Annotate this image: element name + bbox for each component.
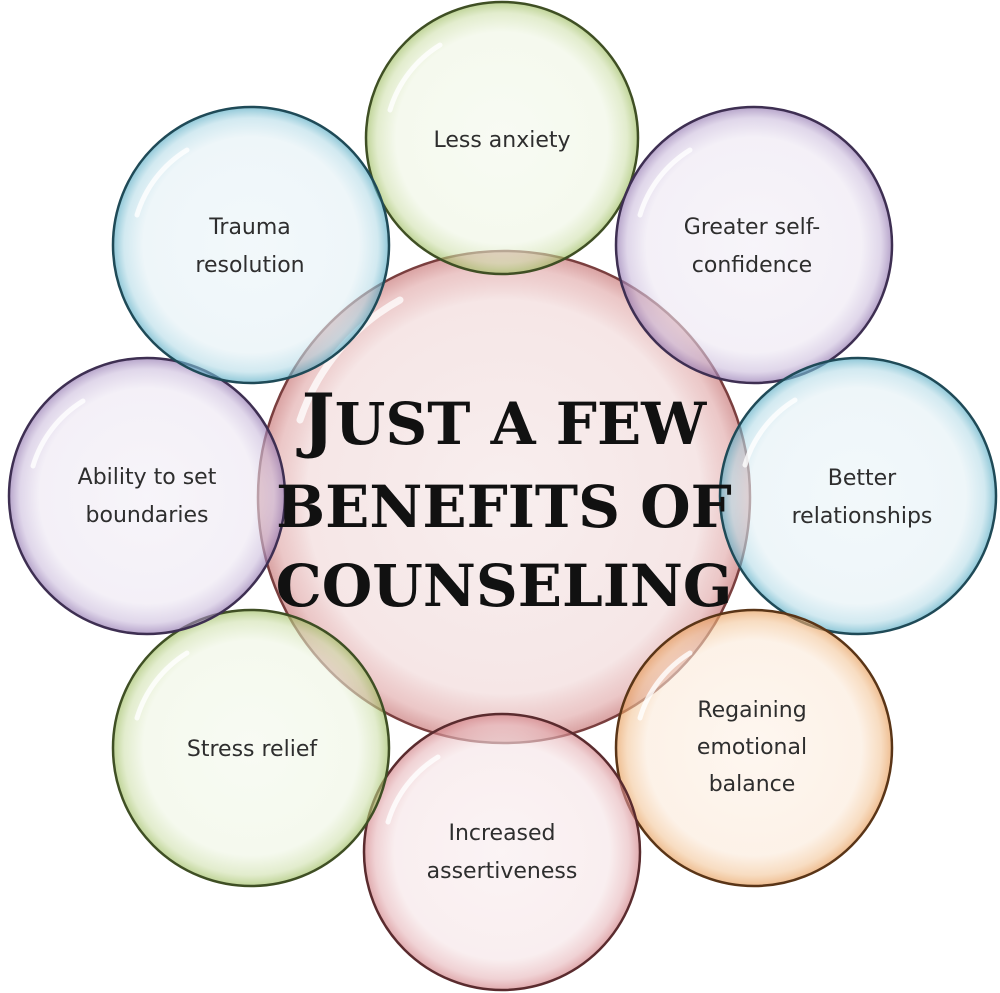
- label-line: Increased: [448, 821, 555, 846]
- title-line-2: BENEFITS OF: [276, 473, 732, 541]
- label-line: relationships: [792, 504, 933, 529]
- label-line: Better: [828, 466, 897, 491]
- label-line: boundaries: [86, 503, 209, 528]
- diagram-title: JUST A FEW BENEFITS OF COUNSELING: [276, 378, 733, 620]
- label-line: confidence: [692, 253, 812, 278]
- label-less-anxiety: Less anxiety: [433, 128, 570, 153]
- bubble-trauma-resolution: [111, 105, 391, 385]
- bubble-stress-relief: [111, 608, 391, 888]
- label-line: assertiveness: [427, 859, 578, 884]
- bubble-better-relationships: [718, 356, 998, 636]
- label-increased-assertiveness: Increased assertiveness: [427, 821, 578, 884]
- label-line: emotional: [697, 735, 807, 760]
- bubble-regaining-emotional-balance: [614, 608, 894, 888]
- bubble-increased-assertiveness: [362, 712, 642, 992]
- label-line: Less anxiety: [433, 128, 570, 153]
- bubble-less-anxiety: [364, 0, 640, 276]
- label-line: Regaining: [697, 698, 806, 723]
- title-line-1: JUST A FEW: [296, 378, 708, 461]
- label-greater-self-confidence: Greater self- confidence: [684, 215, 820, 278]
- title-line-3: COUNSELING: [276, 552, 733, 620]
- label-regaining-emotional-balance: Regaining emotional balance: [697, 698, 807, 797]
- label-better-relationships: Better relationships: [792, 466, 933, 529]
- label-trauma-resolution: Trauma resolution: [195, 215, 304, 278]
- bubble-greater-self-confidence: [614, 105, 894, 385]
- label-line: resolution: [195, 253, 304, 278]
- label-ability-to-set-boundaries: Ability to set boundaries: [78, 465, 217, 528]
- bubble-ability-to-set-boundaries: [7, 356, 287, 636]
- label-line: Stress relief: [187, 737, 318, 762]
- label-line: balance: [709, 772, 796, 797]
- label-line: Trauma: [208, 215, 291, 240]
- label-stress-relief: Stress relief: [187, 737, 318, 762]
- label-line: Greater self-: [684, 215, 820, 240]
- label-line: Ability to set: [78, 465, 217, 490]
